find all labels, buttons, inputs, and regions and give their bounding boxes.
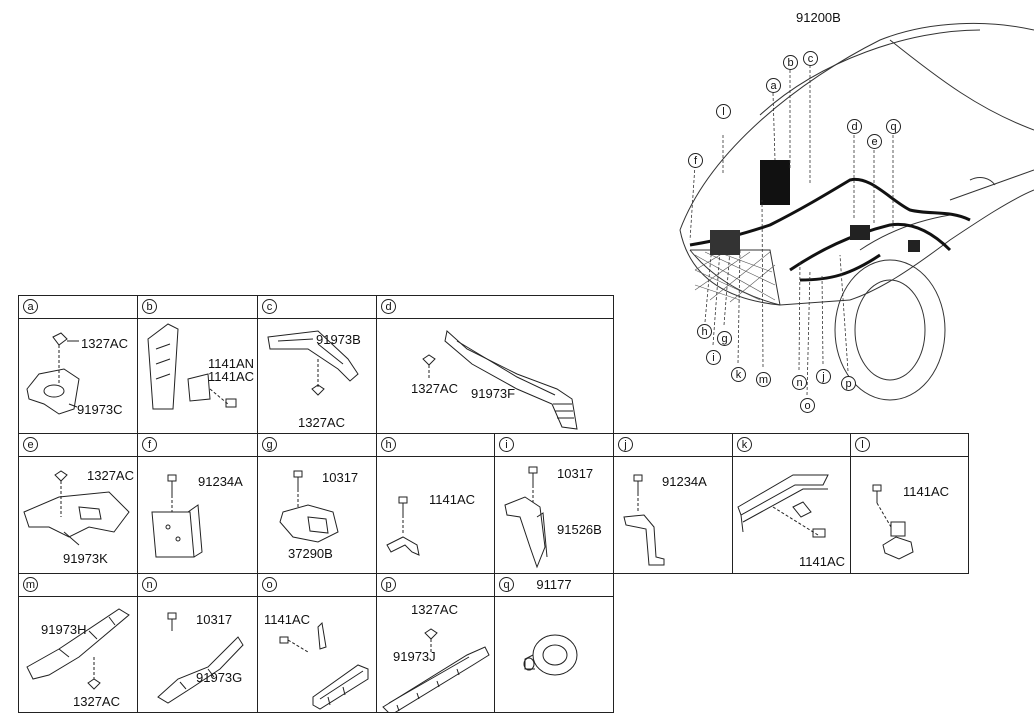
cell-letter: f xyxy=(142,437,157,452)
cell-letter: h xyxy=(381,437,396,452)
part-label: 1141AC xyxy=(208,369,255,384)
rail-drawing xyxy=(279,621,369,710)
cell-letter: k xyxy=(737,437,752,452)
cell-f: f 91234A xyxy=(137,433,258,574)
callout-j: j xyxy=(816,369,831,384)
callout-f: f xyxy=(688,153,703,168)
part-label: 91973G xyxy=(196,670,243,685)
bracket-drawing xyxy=(26,608,130,690)
callout-o: o xyxy=(800,398,815,413)
overview-part-number: 91200B xyxy=(796,10,841,25)
cell-letter: e xyxy=(23,437,38,452)
cell-e: e 1327AC 91973K xyxy=(18,433,138,574)
part-label: 91234A xyxy=(662,474,707,489)
cell-title: 91177 xyxy=(536,577,572,592)
part-label: 1327AC xyxy=(87,468,134,483)
part-label: 1141AC xyxy=(799,554,846,569)
part-label: 91973F xyxy=(471,386,516,401)
grommet-drawing xyxy=(523,634,578,676)
cell-letter: m xyxy=(23,577,38,592)
cell-o: o 1141AC xyxy=(257,573,377,713)
cell-letter: q xyxy=(499,577,514,592)
bracket-drawing xyxy=(267,330,359,396)
part-label: 37290B xyxy=(288,546,333,561)
part-label: 91973B xyxy=(316,332,361,347)
cell-g: g 10317 37290B xyxy=(257,433,377,574)
part-label: 91234A xyxy=(198,474,243,489)
part-label: 91973K xyxy=(63,551,108,566)
sensor-drawing xyxy=(279,470,339,543)
callout-p: p xyxy=(841,376,856,391)
cell-q: q 91177 xyxy=(494,573,614,713)
cell-m: m 91973H 1327AC xyxy=(18,573,138,713)
cell-letter: d xyxy=(381,299,396,314)
bracket-drawing xyxy=(23,470,130,546)
rail-drawing xyxy=(737,474,829,538)
callout-i: i xyxy=(706,350,721,365)
part-label: 1327AC xyxy=(73,694,120,709)
callout-g: g xyxy=(717,331,732,346)
cell-letter: l xyxy=(855,437,870,452)
bracket-drawing xyxy=(151,474,203,558)
cell-letter: j xyxy=(618,437,633,452)
cell-a: a 1327AC 91973C xyxy=(18,295,138,434)
bracket-drawing xyxy=(26,332,80,415)
cell-letter: c xyxy=(262,299,277,314)
cell-n: n 10317 91973G xyxy=(137,573,258,713)
panel-drawing xyxy=(147,323,237,410)
part-label: 91973H xyxy=(41,622,87,637)
bracket-drawing xyxy=(157,612,244,704)
cell-b: b 1141AN 1141AC xyxy=(137,295,258,434)
callout-m: m xyxy=(756,372,771,387)
callout-c: c xyxy=(803,51,818,66)
vehicle-outline-drawing xyxy=(679,22,1034,401)
cell-d: d 1327AC 91973F xyxy=(376,295,614,434)
part-label: 1327AC xyxy=(298,415,345,430)
part-label: 1141AC xyxy=(429,492,476,507)
callout-k: k xyxy=(731,367,746,382)
cell-p: p 1327AC 91973J xyxy=(376,573,495,713)
cell-letter: o xyxy=(262,577,277,592)
cell-i: i 10317 91526B xyxy=(494,433,614,574)
part-label: 91526B xyxy=(557,522,602,537)
part-label: 1141AN xyxy=(208,356,255,371)
callout-e: e xyxy=(867,134,882,149)
cell-letter: n xyxy=(142,577,157,592)
callout-h: h xyxy=(697,324,712,339)
vehicle-overview: 91200B a b c d e f g h i j k l m n o p q xyxy=(650,0,1034,420)
long-bracket-drawing xyxy=(422,330,578,430)
bracket-drawing xyxy=(504,466,548,569)
part-label: 91973C xyxy=(77,402,123,417)
cell-letter: b xyxy=(142,299,157,314)
clip-drawing xyxy=(872,484,914,560)
part-label: 1141AC xyxy=(264,612,311,627)
cell-c: c 91973B 1327AC xyxy=(257,295,377,434)
part-label: 10317 xyxy=(322,470,359,485)
cell-letter: p xyxy=(381,577,396,592)
cell-letter: g xyxy=(262,437,277,452)
cell-j: j 91234A xyxy=(613,433,733,574)
callout-d: d xyxy=(847,119,862,134)
part-label: 10317 xyxy=(196,612,233,627)
part-label: 1141AC xyxy=(903,484,950,499)
part-label: 1327AC xyxy=(411,602,458,617)
cell-letter: a xyxy=(23,299,38,314)
callout-b: b xyxy=(783,55,798,70)
callout-a: a xyxy=(766,78,781,93)
bracket-drawing xyxy=(623,474,665,566)
cell-k: k 1141AC xyxy=(732,433,851,574)
part-label: 10317 xyxy=(557,466,594,481)
part-label: 91973J xyxy=(393,649,436,664)
cell-l: l 1141AC xyxy=(850,433,969,574)
rail-drawing xyxy=(382,628,490,713)
callout-n: n xyxy=(792,375,807,390)
part-label: 1327AC xyxy=(81,336,128,351)
callout-q: q xyxy=(886,119,901,134)
clip-drawing xyxy=(386,496,420,556)
cell-letter: i xyxy=(499,437,514,452)
part-label: 1327AC xyxy=(411,381,458,396)
cell-h: h 1141AC xyxy=(376,433,495,574)
callout-l: l xyxy=(716,104,731,119)
